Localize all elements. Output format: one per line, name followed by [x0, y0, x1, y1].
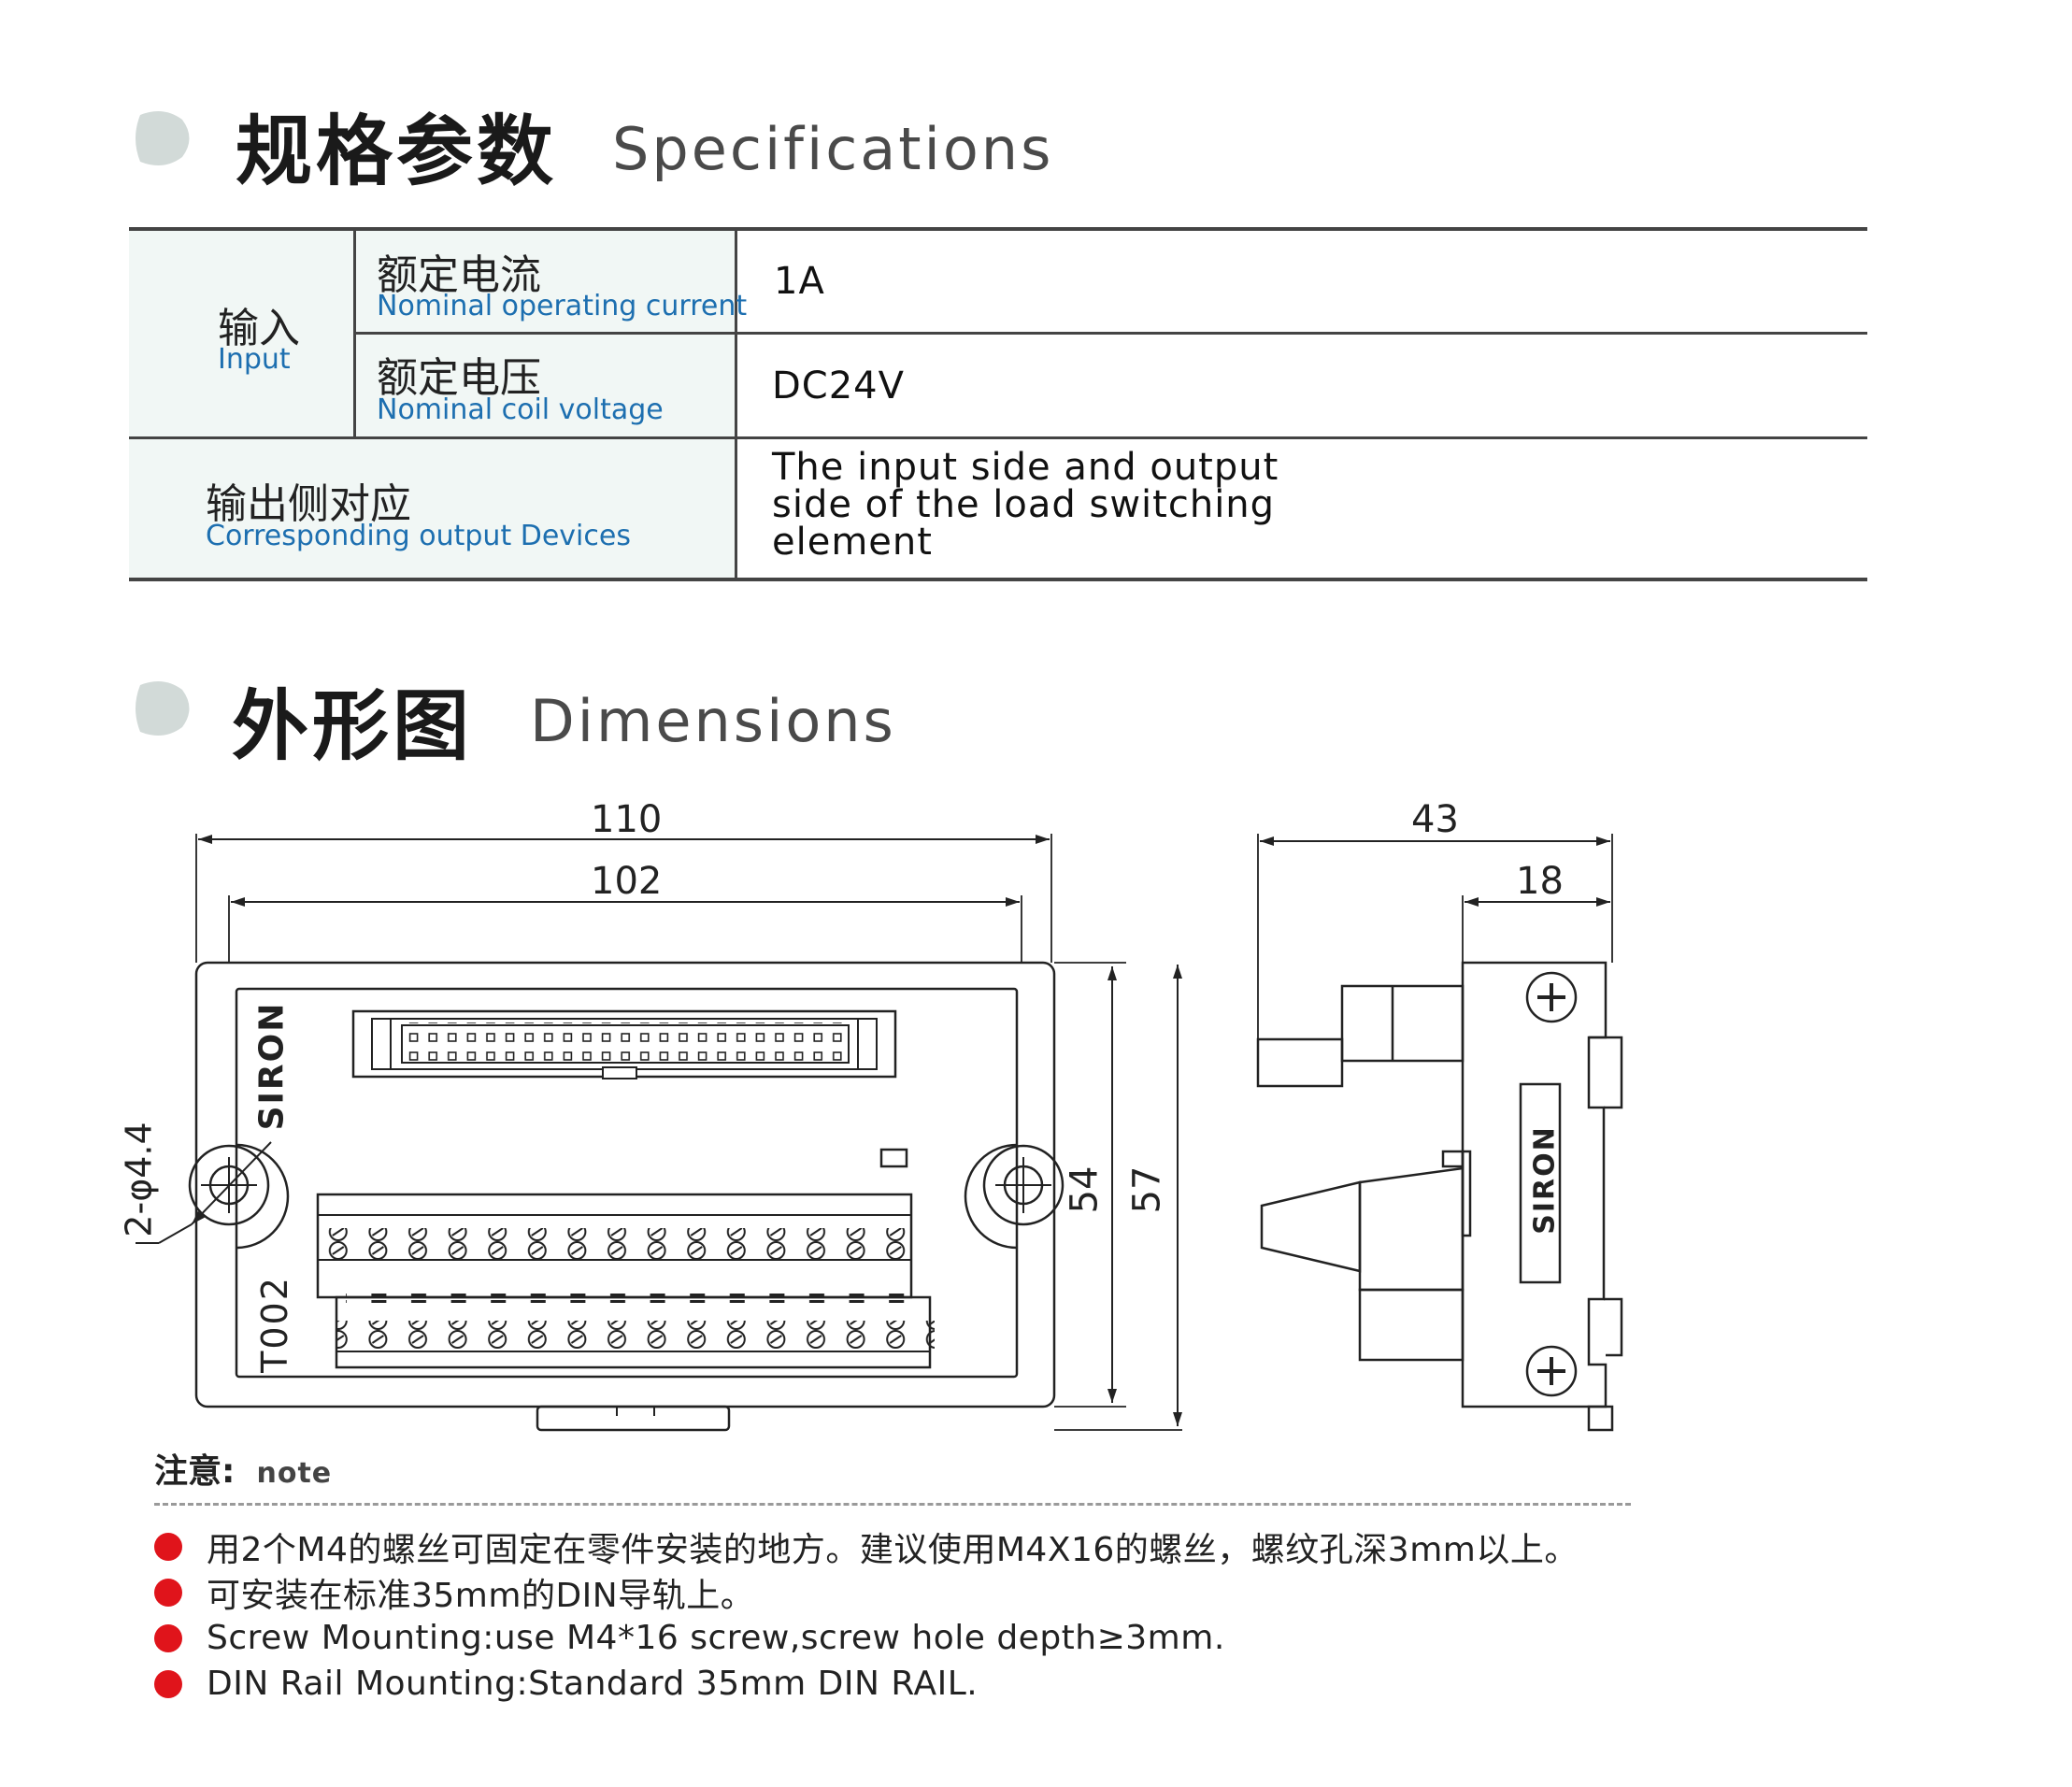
- dim-width-total: 110: [591, 798, 663, 841]
- table-rule-bottom: [129, 578, 1867, 581]
- model-label-front: T002: [253, 1276, 295, 1373]
- notes-title-en: note: [256, 1457, 333, 1490]
- notes-header: 注意: note: [154, 1444, 332, 1493]
- output-label-cn: 输出侧对应: [206, 480, 411, 528]
- front-view: [136, 834, 1182, 1432]
- spec-table: 输入 Input 额定电流 Nominal operating current …: [129, 227, 1867, 582]
- note-text: 用2个M4的螺丝可固定在零件安装的地方。建议使用M4X16的螺丝，螺纹孔深3mm…: [207, 1530, 1579, 1569]
- list-item: 可安装在标准35mm的DIN导轨上。: [154, 1569, 1579, 1615]
- dimensions-title-cn: 外形图: [232, 682, 474, 771]
- dim-width-inner: 102: [591, 860, 663, 903]
- note-text: Screw Mounting:use M4*16 screw,screw hol…: [207, 1619, 1225, 1657]
- output-value-line: The input side and output: [772, 446, 1279, 489]
- dim-height-total: 57: [1125, 1165, 1169, 1214]
- input-group-cell: [129, 231, 353, 436]
- input-group-cn: 输入: [218, 305, 300, 352]
- output-label-en: Corresponding output Devices: [206, 520, 631, 552]
- notes-title-cn: 注意:: [154, 1452, 236, 1491]
- section-dot-icon: [136, 111, 190, 165]
- list-item: DIN Rail Mounting:Standard 35mm DIN RAIL…: [154, 1661, 1579, 1707]
- voltage-value: DC24V: [772, 365, 905, 407]
- brand-label-front: SIRON: [252, 1001, 292, 1131]
- side-view: [1256, 834, 1623, 1432]
- note-text: DIN Rail Mounting:Standard 35mm DIN RAIL…: [207, 1665, 979, 1703]
- voltage-label-cn: 额定电压: [377, 354, 541, 402]
- specs-header: 规格参数 Specifications: [131, 89, 1252, 196]
- output-value: The input side and output side of the lo…: [772, 449, 1279, 561]
- bullet-icon: [154, 1669, 182, 1698]
- bullet-icon: [154, 1623, 182, 1652]
- table-col-divider-1: [353, 227, 356, 439]
- output-value-line: element: [772, 521, 933, 564]
- output-label-cell: [129, 439, 735, 578]
- dimensions-header: 外形图 Dimensions: [131, 659, 1065, 771]
- specs-title-cn: 规格参数: [236, 107, 558, 196]
- table-rule-mid1: [356, 332, 1867, 335]
- section-dot-icon: [136, 681, 190, 736]
- note-text: 可安装在标准35mm的DIN导轨上。: [207, 1576, 755, 1615]
- current-label-cn: 额定电流: [377, 251, 541, 299]
- table-rule-mid2: [129, 436, 1867, 439]
- dimensions-title-en: Dimensions: [530, 687, 896, 755]
- notes-divider: [154, 1503, 1631, 1506]
- current-value: 1A: [774, 260, 825, 303]
- current-label-en: Nominal operating current: [377, 290, 748, 322]
- dim-height-inner: 54: [1063, 1165, 1107, 1214]
- table-col-divider-2: [735, 227, 737, 581]
- list-item: 用2个M4的螺丝可固定在零件安装的地方。建议使用M4X16的螺丝，螺纹孔深3mm…: [154, 1523, 1579, 1569]
- bullet-icon: [154, 1578, 182, 1607]
- bullet-icon: [154, 1532, 182, 1561]
- output-value-line: side of the load switching: [772, 483, 1276, 526]
- notes-list: 用2个M4的螺丝可固定在零件安装的地方。建议使用M4X16的螺丝，螺纹孔深3mm…: [154, 1523, 1579, 1707]
- input-group-en: Input: [218, 343, 291, 376]
- dim-hole-label: 2-φ4.4: [118, 1122, 160, 1237]
- voltage-label-en: Nominal coil voltage: [377, 393, 664, 426]
- brand-label-side: SIRON: [1528, 1125, 1562, 1235]
- table-rule-top: [129, 227, 1867, 231]
- dim-depth-total: 43: [1411, 798, 1459, 841]
- dim-depth-partial: 18: [1516, 860, 1564, 903]
- specs-title-en: Specifications: [612, 115, 1054, 183]
- list-item: Screw Mounting:use M4*16 screw,screw hol…: [154, 1615, 1579, 1661]
